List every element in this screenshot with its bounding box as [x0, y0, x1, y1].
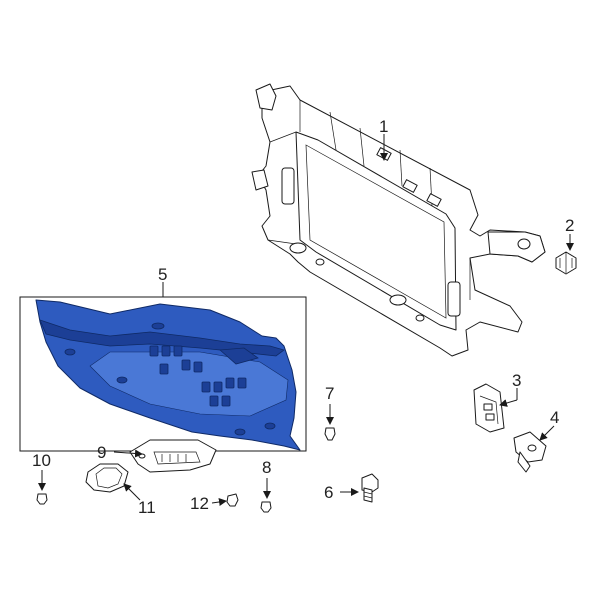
leader-lines [38, 134, 574, 506]
callout-3: 3 [512, 371, 521, 390]
clip-10 [36, 493, 48, 505]
callout-12: 12 [190, 494, 209, 513]
clip-7 [324, 427, 336, 441]
bolt-2 [555, 251, 577, 275]
clip-12 [226, 493, 239, 507]
callout-8: 8 [262, 458, 271, 477]
callout-11: 11 [138, 498, 156, 517]
bolt-6 [361, 473, 379, 503]
under-cover-5 [35, 299, 301, 451]
callout-1: 1 [379, 117, 388, 136]
callout-2: 2 [565, 216, 574, 235]
radiator-support-frame [251, 83, 546, 357]
bracket-3 [473, 383, 505, 433]
callout-9: 9 [97, 443, 106, 462]
bracket-4 [513, 431, 547, 473]
callout-10: 10 [32, 451, 51, 470]
clip-8 [260, 501, 272, 513]
plate-11 [85, 463, 129, 493]
cover-plate-9 [129, 439, 217, 473]
under-cover-vents [149, 345, 247, 407]
callout-7: 7 [325, 384, 334, 403]
callout-4: 4 [550, 408, 559, 427]
callout-6: 6 [324, 483, 333, 502]
callout-5: 5 [158, 265, 167, 284]
